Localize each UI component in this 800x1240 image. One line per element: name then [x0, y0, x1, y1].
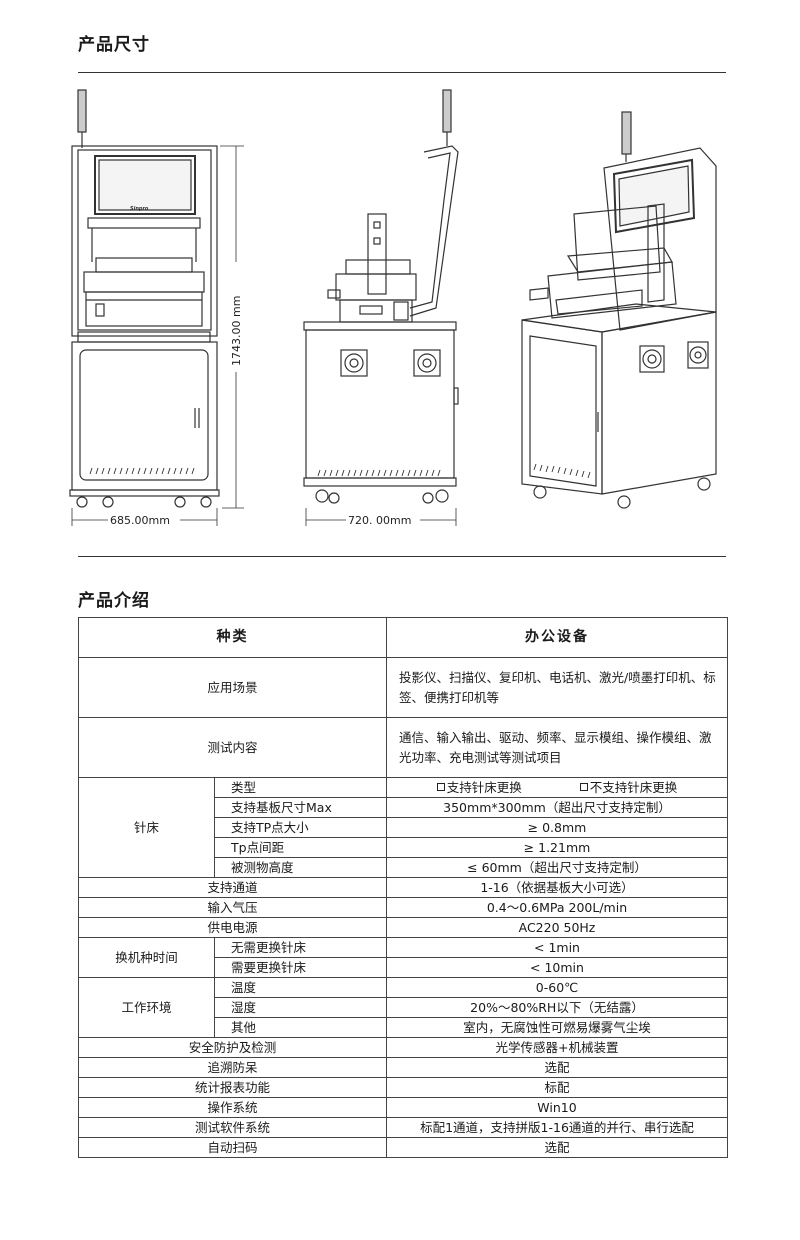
- row-label: 自动扫码: [78, 1137, 387, 1158]
- row-label: 统计报表功能: [78, 1077, 387, 1098]
- row-value: 1-16（依据基板大小可选）: [386, 877, 728, 898]
- table-row: 支持通道 1-16（依据基板大小可选）: [78, 877, 728, 898]
- row-label: 支持通道: [78, 877, 387, 898]
- table-row: 测试内容 通信、输入输出、驱动、频率、显示模组、操作模组、激光功率、充电测试等测…: [78, 717, 728, 778]
- table-row: 安全防护及检测 光学传感器+机械装置: [78, 1037, 728, 1058]
- spec-table: 种类 办公设备 应用场景 投影仪、扫描仪、复印机、电话机、激光/喷墨打印机、标签…: [78, 617, 728, 1158]
- group-label-changeover: 换机种时间: [78, 937, 215, 978]
- brand-logo-mark: Sinpro: [130, 206, 149, 212]
- table-header-row: 种类 办公设备: [78, 617, 728, 658]
- row-value: 标配: [386, 1077, 728, 1098]
- row-value: 0.4～0.6MPa 200L/min: [386, 897, 728, 918]
- row-value: < 1min: [386, 937, 728, 958]
- table-row: 测试软件系统 标配1通道，支持拼版1-16通道的并行、串行选配: [78, 1117, 728, 1138]
- table-row: 操作系统 Win10: [78, 1097, 728, 1118]
- row-label: 被测物高度: [214, 857, 387, 878]
- row-label: 支持基板尺寸Max: [214, 797, 387, 818]
- row-value: 室内，无腐蚀性可燃易爆雾气尘埃: [386, 1017, 728, 1038]
- width-front-label: 685.00mm: [110, 514, 170, 527]
- machine-drawings: 685.00mm 720. 00mm 1743.00 mm Sinpro: [69, 89, 717, 527]
- section-title-dimensions: 产品尺寸: [78, 35, 150, 55]
- table-row: 需要更换针床 < 10min: [79, 957, 728, 978]
- header-category-value: 办公设备: [386, 617, 728, 658]
- header-category-label: 种类: [78, 617, 387, 658]
- isometric-view-drawing: [521, 111, 717, 509]
- table-row: 供电电源 AC220 50Hz: [78, 917, 728, 938]
- row-label: 操作系统: [78, 1097, 387, 1118]
- row-value: 通信、输入输出、驱动、频率、显示模组、操作模组、激光功率、充电测试等测试项目: [386, 717, 728, 778]
- row-label: 湿度: [214, 997, 387, 1018]
- row-label: 类型: [214, 777, 387, 798]
- option-label: 支持针床更换: [446, 780, 522, 795]
- table-row: 换机种时间 无需更换针床 < 1min: [78, 937, 728, 978]
- table-row: 追溯防呆 选配: [78, 1057, 728, 1078]
- checkbox-icon: [436, 783, 445, 791]
- row-value: ≥ 1.21mm: [386, 837, 728, 858]
- table-row: 工作环境 温度 0-60℃: [78, 977, 728, 1038]
- table-row: 被测物高度 ≤ 60mm（超出尺寸支持定制）: [79, 857, 728, 878]
- table-row: 统计报表功能 标配: [78, 1077, 728, 1098]
- row-value: 选配: [386, 1057, 728, 1078]
- row-label: 测试软件系统: [78, 1117, 387, 1138]
- row-label: 需要更换针床: [214, 957, 387, 978]
- row-label: 供电电源: [78, 917, 387, 938]
- table-row: 自动扫码 选配: [78, 1137, 728, 1158]
- row-value: 投影仪、扫描仪、复印机、电话机、激光/喷墨打印机、标签、便携打印机等: [386, 657, 728, 718]
- row-value: < 10min: [386, 957, 728, 978]
- row-label: 无需更换针床: [214, 937, 387, 958]
- row-value: ≤ 60mm（超出尺寸支持定制）: [386, 857, 728, 878]
- row-value: 光学传感器+机械装置: [386, 1037, 728, 1058]
- table-row: 湿度 20%～80%RH以下（无结露）: [79, 997, 728, 1018]
- height-label: 1743.00 mm: [230, 296, 243, 366]
- table-row: 应用场景 投影仪、扫描仪、复印机、电话机、激光/喷墨打印机、标签、便携打印机等: [78, 657, 728, 718]
- width-side-label: 720. 00mm: [348, 514, 411, 527]
- table-row: 输入气压 0.4～0.6MPa 200L/min: [78, 897, 728, 918]
- table-row: 其他 室内，无腐蚀性可燃易爆雾气尘埃: [79, 1017, 728, 1038]
- row-value: 0-60℃: [386, 977, 728, 998]
- group-label-environment: 工作环境: [78, 977, 215, 1038]
- option-label: 不支持针床更换: [589, 780, 678, 795]
- row-label: 安全防护及检测: [78, 1037, 387, 1058]
- row-value: AC220 50Hz: [386, 917, 728, 938]
- row-value: 选配: [386, 1137, 728, 1158]
- row-value-type-options: 支持针床更换 不支持针床更换: [386, 777, 728, 798]
- row-value: 20%～80%RH以下（无结露）: [386, 997, 728, 1018]
- front-view-drawing: [69, 89, 244, 526]
- row-value: 350mm*300mm（超出尺寸支持定制）: [386, 797, 728, 818]
- row-label: 应用场景: [78, 657, 387, 718]
- section-title-introduction: 产品介绍: [78, 591, 150, 611]
- divider-top: [78, 72, 726, 73]
- table-row: 针床 类型 支持针床更换 不支持针床更换: [78, 777, 728, 878]
- row-label: 测试内容: [78, 717, 387, 778]
- row-label: 输入气压: [78, 897, 387, 918]
- row-value: 标配1通道，支持拼版1-16通道的并行、串行选配: [386, 1117, 728, 1138]
- divider-middle: [78, 556, 726, 557]
- group-label-needle-bed: 针床: [78, 777, 215, 878]
- row-label: 追溯防呆: [78, 1057, 387, 1078]
- row-label: 其他: [214, 1017, 387, 1038]
- row-label: 支持TP点大小: [214, 817, 387, 838]
- row-value: ≥ 0.8mm: [386, 817, 728, 838]
- row-value: Win10: [386, 1097, 728, 1118]
- side-view-drawing: [303, 89, 459, 526]
- row-label: Tp点间距: [214, 837, 387, 858]
- checkbox-icon: [579, 783, 588, 791]
- row-label: 温度: [214, 977, 387, 998]
